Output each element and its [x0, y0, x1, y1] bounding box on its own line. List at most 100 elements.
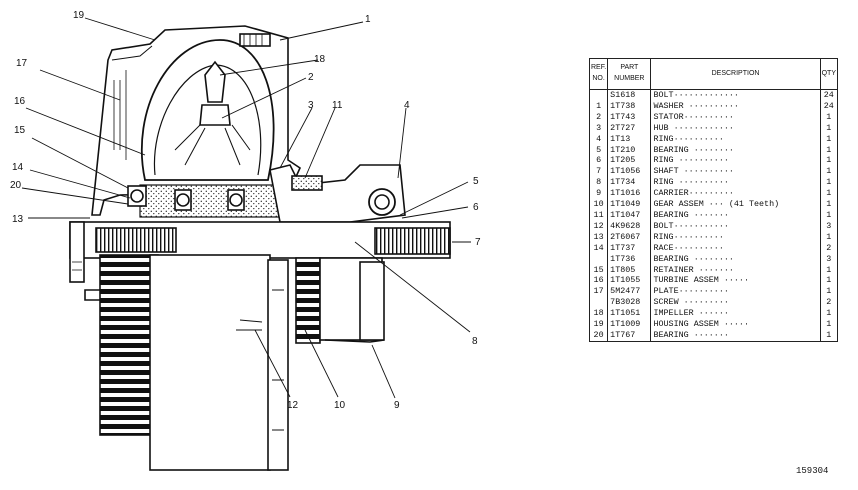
row-description: BEARING ·······: [650, 329, 821, 342]
row-ref-no: [588, 297, 609, 309]
row-ref-no: 10: [588, 199, 609, 210]
row-part-number: 1T736: [607, 253, 652, 265]
row-part-number: S1618: [607, 89, 652, 101]
row-part-number: 1T738: [607, 100, 652, 112]
row-description: HOUSING ASSEM ·····: [650, 319, 821, 330]
row-qty: 1: [819, 275, 839, 287]
row-qty: 1: [819, 308, 839, 320]
row-ref-no: 5: [588, 144, 609, 156]
row-part-number: 1T767: [607, 329, 652, 342]
callout-13: 13: [12, 214, 24, 225]
row-part-number: 1T805: [607, 264, 652, 276]
callout-7: 7: [475, 237, 481, 248]
leader-lines: [21, 17, 471, 399]
row-description: WASHER ··········: [650, 100, 821, 112]
row-part-number: 7B3028: [607, 297, 652, 309]
callout-5: 5: [473, 176, 479, 187]
row-ref-no: 3: [588, 122, 609, 134]
callouts: 1 2 3 4 5 6 7 8 9 10 11 12 13 14 15 16 1…: [10, 10, 481, 411]
row-qty: 24: [819, 100, 839, 112]
row-part-number: 4K9628: [607, 220, 652, 232]
callout-8: 8: [472, 336, 478, 347]
row-qty: 2: [819, 242, 839, 254]
parts-list-table: REF. NO. PART NUMBER DESCRIPTION QTY S16…: [588, 58, 839, 342]
row-ref-no: 20: [588, 329, 609, 342]
row-description: RACE··········: [650, 242, 821, 254]
row-description: PLATE··········: [650, 286, 821, 298]
row-part-number: 2T727: [607, 122, 652, 134]
row-part-number: 1T734: [607, 177, 652, 189]
row-qty: 3: [819, 220, 839, 232]
row-description: RING ··········: [650, 177, 821, 189]
callout-18: 18: [314, 54, 326, 65]
callout-10: 10: [334, 400, 346, 411]
row-description: BEARING ········: [650, 253, 821, 265]
row-qty: 3: [819, 253, 839, 265]
row-ref-no: 1: [588, 100, 609, 112]
output-shaft: [69, 221, 451, 283]
row-part-number: 1T1049: [607, 199, 652, 210]
row-ref-no: 8: [588, 177, 609, 189]
row-ref-no: [588, 253, 609, 265]
row-part-number: 1T1055: [607, 275, 652, 287]
row-part-number: 2T6067: [607, 231, 652, 243]
callout-9: 9: [394, 400, 400, 411]
callout-20: 20: [10, 180, 22, 191]
row-qty: 1: [819, 166, 839, 178]
row-description: STATOR··········: [650, 111, 821, 123]
row-qty: 1: [819, 144, 839, 156]
row-description: RING··········: [650, 133, 821, 145]
row-ref-no: 14: [588, 242, 609, 254]
table-header-row: REF. NO. PART NUMBER DESCRIPTION QTY: [588, 58, 839, 90]
row-part-number: 1T1016: [607, 188, 652, 200]
callout-16: 16: [14, 96, 26, 107]
row-qty: 1: [819, 188, 839, 200]
callout-17: 17: [16, 58, 28, 69]
row-ref-no: 9: [588, 188, 609, 200]
row-description: TURBINE ASSEM ·····: [650, 275, 821, 287]
header-part-number: PART NUMBER: [607, 58, 652, 90]
row-part-number: 1T210: [607, 144, 652, 156]
row-qty: 2: [819, 297, 839, 309]
row-ref-no: 2: [588, 111, 609, 123]
row-description: BEARING ········: [650, 144, 821, 156]
row-description: SHAFT ··········: [650, 166, 821, 178]
row-description: RING ··········: [650, 155, 821, 167]
row-part-number: 1T737: [607, 242, 652, 254]
row-part-number: 1T1056: [607, 166, 652, 178]
row-qty: 1: [819, 231, 839, 243]
row-description: CARRIER·········: [650, 188, 821, 200]
header-ref-no: REF. NO.: [588, 58, 609, 90]
housing-section: [91, 25, 406, 223]
row-qty: 1: [819, 286, 839, 298]
row-ref-no: 6: [588, 155, 609, 167]
callout-6: 6: [473, 202, 479, 213]
row-description: HUB ············: [650, 122, 821, 134]
row-ref-no: 17: [588, 286, 609, 298]
row-part-number: 5M2477: [607, 286, 652, 298]
row-qty: 24: [819, 89, 839, 101]
row-part-number: 1T13: [607, 133, 652, 145]
callout-12: 12: [287, 400, 299, 411]
row-qty: 1: [819, 329, 839, 342]
callout-4: 4: [404, 100, 410, 111]
